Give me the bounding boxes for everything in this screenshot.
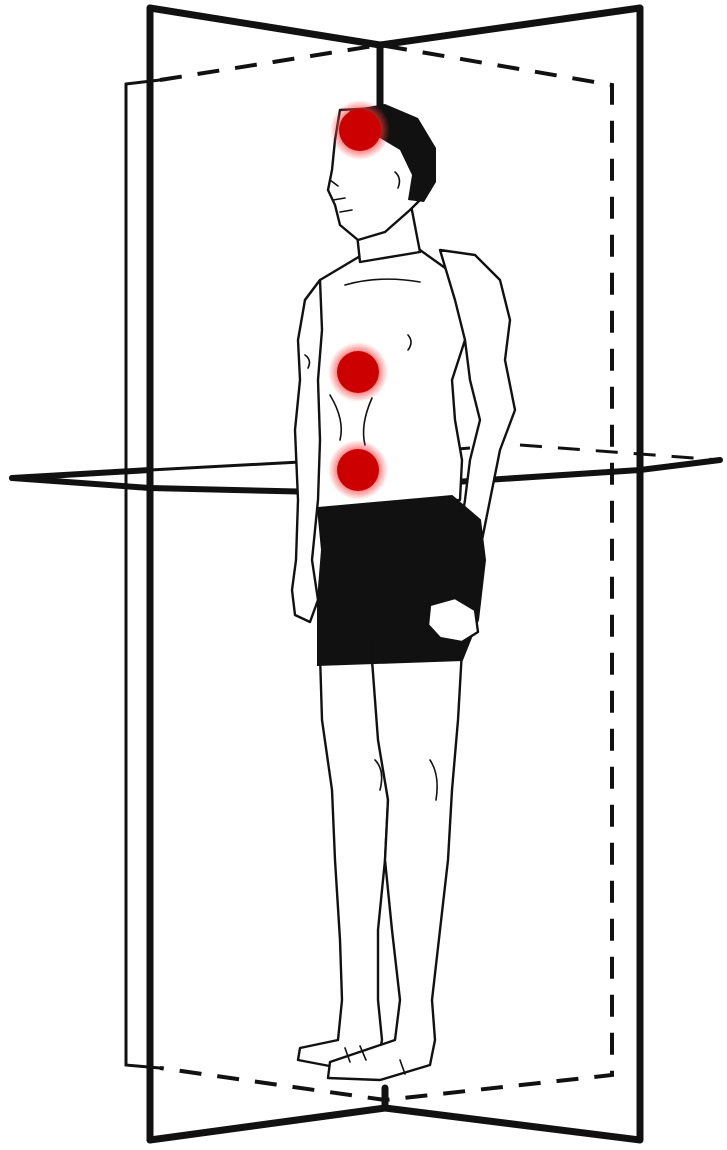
- head-marker[interactable]: [339, 109, 381, 151]
- left-leg: [298, 655, 388, 1068]
- human-figure: [292, 104, 515, 1080]
- left-arm: [292, 280, 322, 622]
- chest-marker[interactable]: [337, 351, 379, 393]
- abdomen-marker[interactable]: [337, 449, 379, 491]
